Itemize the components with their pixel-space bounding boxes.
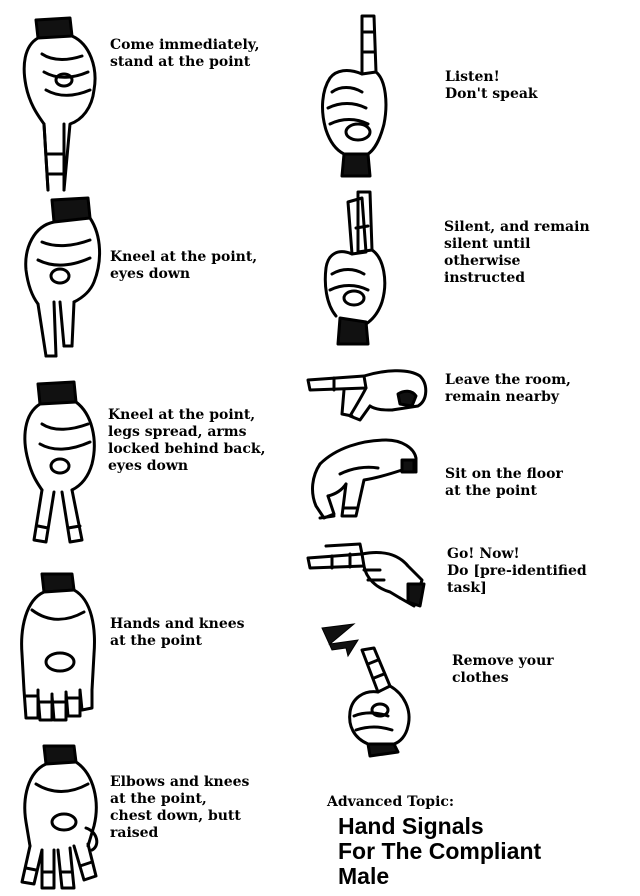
label-line: Don't speak — [445, 86, 538, 102]
signal-label-silent: Silent, and remain silent until otherwis… — [444, 219, 590, 287]
title-line: Male — [338, 863, 390, 889]
label-line: stand at the point — [110, 54, 251, 70]
hand-walking-fingers-icon — [306, 434, 420, 524]
label-line: at the point, — [110, 791, 207, 807]
title-line: Hand Signals — [338, 813, 484, 839]
hand-index-up-icon — [344, 646, 418, 758]
hand-pointing-left-icon — [304, 366, 430, 424]
label-line: Silent, and remain — [444, 219, 590, 235]
label-line: Leave the room, — [445, 372, 571, 388]
label-line: locked behind back, — [108, 441, 266, 457]
signal-label-come-immediately: Come immediately, stand at the point — [110, 37, 259, 71]
signal-label-elbows-and-knees: Elbows and knees at the point, chest dow… — [110, 774, 249, 842]
label-line: silent until — [444, 236, 531, 252]
signal-label-leave-room: Leave the room, remain nearby — [445, 372, 571, 406]
signal-label-remove-clothes: Remove your clothes — [452, 653, 554, 687]
label-line: Sit on the floor — [445, 466, 563, 482]
label-line: Come immediately, — [110, 37, 260, 53]
label-line: Remove your — [452, 653, 554, 669]
signal-label-hands-and-knees: Hands and knees at the point — [110, 616, 245, 650]
label-line: instructed — [444, 270, 526, 286]
label-line: raised — [110, 825, 159, 841]
hand-two-fingers-down-icon — [16, 196, 102, 362]
label-line: otherwise — [444, 253, 521, 269]
hand-flat-down-icon — [16, 570, 98, 722]
zigzag-z-icon — [318, 622, 362, 660]
label-line: remain nearby — [445, 389, 559, 405]
label-line: eyes down — [110, 266, 191, 282]
signal-label-kneel-legs-spread: Kneel at the point, legs spread, arms lo… — [108, 407, 265, 475]
page-title: Hand Signals For The Compliant Male — [338, 814, 633, 889]
hand-index-up-icon — [318, 12, 390, 178]
title-line: For The Compliant — [338, 838, 542, 864]
label-line: Elbows and knees — [110, 774, 250, 790]
label-line: Kneel at the point, — [108, 407, 256, 423]
label-line: at the point — [110, 633, 202, 649]
label-line: Go! Now! — [447, 546, 520, 562]
hand-gun-left-icon — [304, 540, 426, 614]
label-line: Kneel at the point, — [110, 249, 258, 265]
label-line: clothes — [452, 670, 509, 686]
advanced-topic-label: Advanced Topic: — [327, 794, 455, 810]
signal-label-kneel-eyes-down: Kneel at the point, eyes down — [110, 249, 257, 283]
label-line: Hands and knees — [110, 616, 245, 632]
label-line: Do [pre-identified — [447, 563, 587, 579]
signal-label-go-now: Go! Now! Do [pre-identified task] — [447, 546, 587, 597]
signal-label-sit-on-floor: Sit on the floor at the point — [445, 466, 563, 500]
label-line: Listen! — [445, 69, 500, 85]
label-line: chest down, butt — [110, 808, 241, 824]
hand-one-finger-down-icon — [14, 14, 100, 192]
label-line: at the point — [445, 483, 537, 499]
hand-spread-down-icon — [16, 742, 102, 890]
label-line: legs spread, arms — [108, 424, 247, 440]
hand-crossed-fingers-icon — [318, 188, 392, 348]
label-line: task] — [447, 580, 487, 596]
signal-label-listen: Listen! Don't speak — [445, 69, 538, 103]
label-line: eyes down — [108, 458, 189, 474]
hand-two-fingers-spread-icon — [16, 380, 98, 546]
